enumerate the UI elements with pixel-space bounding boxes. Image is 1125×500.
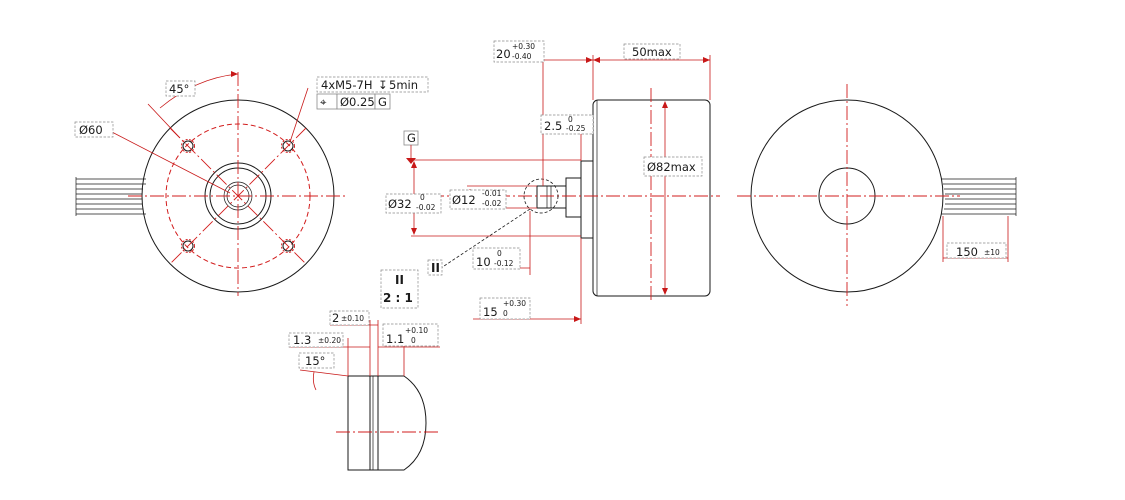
pilot-lower: -0.02	[416, 203, 436, 212]
groove-nominal: 2	[332, 311, 339, 325]
angle-leader	[147, 103, 181, 139]
pilot-upper: 0	[420, 193, 425, 202]
body-dia-arrow-bottom	[662, 288, 668, 295]
body-dia-label-box	[643, 156, 703, 177]
pcd-label: Ø60	[79, 123, 103, 137]
angle-arc	[159, 73, 239, 109]
datum-g-triangle	[406, 158, 416, 164]
len15-lower: 0	[503, 309, 508, 318]
thread-note-box	[316, 76, 429, 93]
len15-arrow	[574, 316, 581, 322]
depth-upper: +0.10	[405, 326, 428, 335]
offset-tol: ±0.20	[318, 336, 341, 345]
front-cable-wires	[75, 177, 146, 216]
len15-label-box	[479, 297, 531, 320]
shaft-nominal: Ø12	[452, 193, 476, 207]
len15-upper: +0.30	[503, 299, 526, 308]
detail-view: 2 ±0.10 1.3 ±0.20 1.1 +0.10 0 15°	[288, 310, 440, 471]
position-tolerance-frame: ⌖ Ø0.25 G	[316, 93, 391, 110]
chamfer-arc	[312, 371, 317, 391]
flange-nominal: 2.5	[544, 119, 562, 133]
flat-upper: 0	[497, 249, 502, 258]
side-shaft	[536, 185, 567, 209]
len50-label: 50max	[632, 45, 672, 59]
chamfer-label-box	[298, 352, 335, 369]
thread-note: 4xM5-7H	[321, 78, 372, 92]
rear-cable-wires	[941, 177, 1017, 216]
pilot-arrow-top	[411, 161, 417, 168]
groove-tol: ±0.10	[341, 314, 364, 323]
len20-nominal: 20	[496, 47, 511, 61]
depth-nominal: 1.1	[386, 332, 404, 346]
front-center-diag2	[169, 127, 307, 265]
detail-title-text: II	[395, 273, 404, 287]
depth-lower: 0	[411, 336, 416, 345]
pilot-label-box	[385, 193, 442, 214]
position-icon: ⌖	[320, 95, 327, 109]
offset-label-box	[288, 332, 344, 348]
len15-nominal: 15	[483, 305, 498, 319]
depth-label-box	[382, 323, 439, 347]
flat-label-box	[472, 247, 521, 270]
pilot-nominal: Ø32	[388, 197, 412, 211]
len20-lower: -0.40	[512, 52, 532, 61]
len50-label-box	[623, 43, 681, 60]
side-body	[592, 99, 711, 297]
angle-arrow	[231, 71, 238, 77]
len50-arrow-left	[593, 57, 600, 63]
mounting-holes	[181, 139, 295, 253]
detail-shaft-profile	[347, 375, 427, 471]
angle-label-box	[165, 80, 196, 97]
position-datum: G	[378, 95, 387, 109]
rear-view: 150 ±10	[737, 84, 1017, 306]
detail-ref: II	[431, 261, 440, 275]
len20-upper: +0.30	[512, 42, 535, 51]
datum-g: G	[407, 131, 416, 145]
flat-nominal: 10	[476, 255, 491, 269]
groove-label-box	[329, 310, 370, 326]
flange-label-box	[540, 114, 594, 135]
depth-note: 5min	[389, 78, 418, 92]
chamfer-leader	[299, 369, 349, 377]
len20-label-box	[493, 40, 545, 63]
body-dia-arrow-top	[662, 101, 668, 108]
detail-title: II 2 : 1	[380, 269, 419, 309]
side-view: II G Ø32 0 -0.02 Ø12 -0.01 -0.02 20 +0.3…	[385, 40, 720, 324]
pcd-label-box	[74, 121, 114, 138]
flange-lower: -0.25	[566, 124, 586, 133]
cable-tol: ±10	[984, 248, 1000, 257]
len50-arrow-right	[703, 57, 710, 63]
cable-length: 150	[956, 245, 978, 259]
flange-upper: 0	[568, 115, 573, 124]
thread-leader	[289, 87, 309, 143]
position-tolerance: Ø0.25	[340, 95, 375, 109]
detail-title-box	[380, 269, 419, 309]
shaft-upper: -0.01	[482, 189, 502, 198]
pcd-leader	[107, 129, 231, 194]
flat-lower: -0.12	[494, 259, 514, 268]
detail-ref-box	[427, 259, 443, 276]
len20-arrow	[586, 57, 593, 63]
shaft-lower: -0.02	[482, 199, 502, 208]
shaft-label-box	[449, 189, 507, 210]
detail-scale: 2 : 1	[383, 291, 413, 305]
front-view: 45° Ø60 4xM5-7H ↧ 5min ⌖ Ø0.25 G	[74, 71, 429, 296]
offset-nominal: 1.3	[293, 333, 311, 347]
detail-leader	[440, 208, 531, 269]
side-flange	[580, 160, 594, 239]
angle-label: 45°	[169, 82, 189, 96]
depth-icon: ↧	[378, 78, 388, 92]
pilot-arrow-bottom	[411, 228, 417, 235]
detail-circle	[523, 178, 559, 214]
body-dia-label: Ø82max	[647, 160, 696, 174]
side-pilot	[565, 177, 582, 218]
cable-label-box	[946, 242, 1007, 259]
chamfer-angle: 15°	[305, 354, 325, 368]
